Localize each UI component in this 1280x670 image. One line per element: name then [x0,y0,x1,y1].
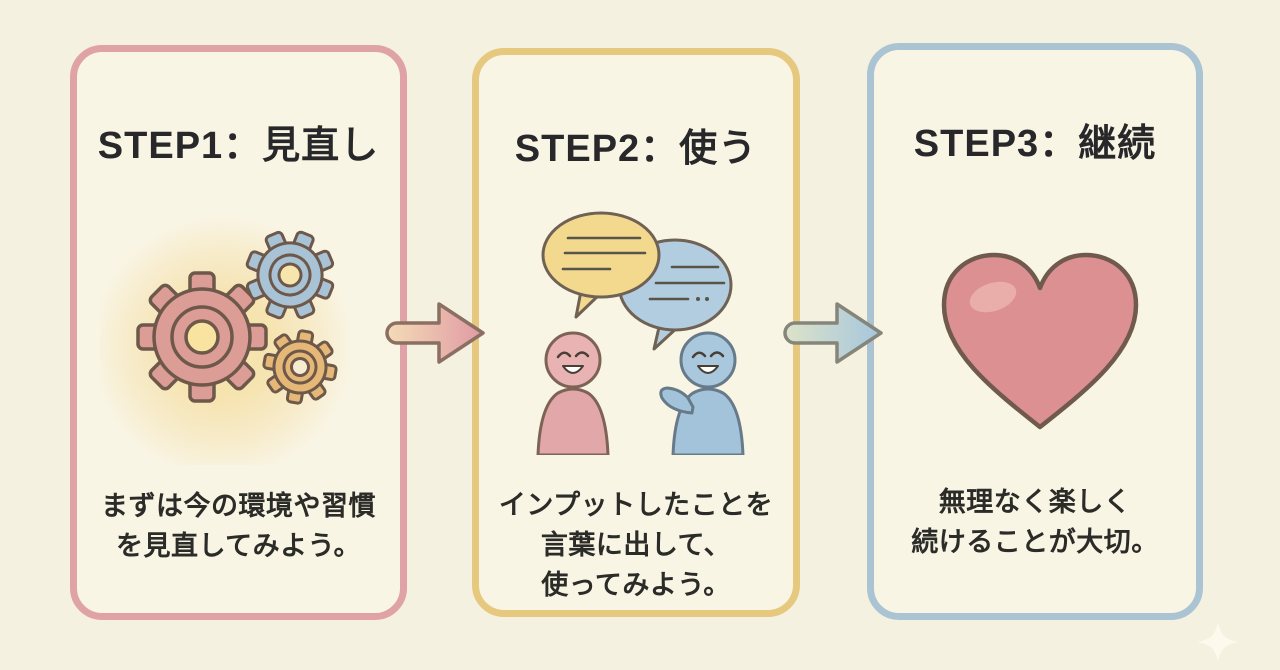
step3-description: 無理なく楽しく 続けることが大切。 [874,482,1196,562]
heart-icon [941,252,1139,430]
arrow-right-icon [385,302,485,364]
step2-card: STEP2：使う [472,48,800,617]
step1-card: STEP1：見直し [70,45,407,620]
step3-title: STEP3：継続 [913,123,1157,165]
step2-desc-line: 言葉に出して、 [540,530,732,560]
step2-desc-line: 使ってみよう。 [541,570,731,600]
step1-description: まずは今の環境や習慣 を見直してみよう。 [77,486,400,566]
step1-desc-line: まずは今の環境や習慣 [101,491,376,521]
step3-desc-line: 無理なく楽しく [938,487,1132,517]
step1-desc-line: を見直してみよう。 [115,531,362,561]
step2-description: インプットしたことを 言葉に出して、 使ってみよう。 [479,485,793,605]
sparkle-icon [1197,622,1239,662]
step3-card: STEP3：継続 無理なく楽しく 続けることが大切。 [867,43,1203,620]
arrow-right-icon [783,302,883,364]
step1-title: STEP1：見直し [97,125,380,167]
gears-icon [100,215,354,465]
step2-title: STEP2：使う [514,128,758,170]
step3-desc-line: 続けることが大切。 [911,527,1159,557]
conversation-icon [536,211,745,455]
step2-desc-line: インプットしたことを [498,490,774,520]
